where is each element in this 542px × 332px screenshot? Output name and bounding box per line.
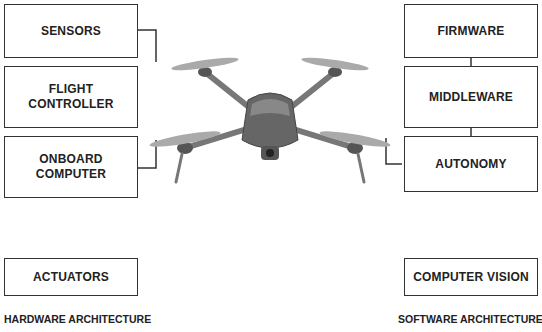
component-box: SENSORS: [4, 4, 138, 58]
connector-line: [470, 128, 472, 136]
section-label: HARDWARE ARCHITECTURE: [4, 313, 151, 325]
box-label: AUTONOMY: [435, 157, 506, 172]
component-box: ACTUATORS: [4, 258, 138, 296]
box-label: ONBOARD COMPUTER: [21, 152, 121, 182]
section-label: SOFTWARE ARCHITECTURE: [398, 313, 542, 325]
drone: [149, 55, 391, 182]
box-label: COMPUTER VISION: [413, 270, 529, 285]
box-label: SENSORS: [41, 24, 101, 39]
leader-line: [386, 138, 402, 164]
component-box: FLIGHT CONTROLLER: [4, 66, 138, 128]
box-label: FIRMWARE: [438, 24, 505, 39]
box-label: ACTUATORS: [33, 270, 109, 285]
leader-lines: [138, 30, 402, 168]
component-box: ONBOARD COMPUTER: [4, 136, 138, 198]
component-box: MIDDLEWARE: [404, 66, 538, 128]
connector-line: [470, 58, 472, 66]
leader-line: [138, 30, 156, 62]
box-label: FLIGHT CONTROLLER: [21, 82, 121, 112]
component-box: FIRMWARE: [404, 4, 538, 58]
component-box: COMPUTER VISION: [404, 258, 538, 296]
box-label: MIDDLEWARE: [429, 90, 513, 105]
component-box: AUTONOMY: [404, 136, 538, 192]
